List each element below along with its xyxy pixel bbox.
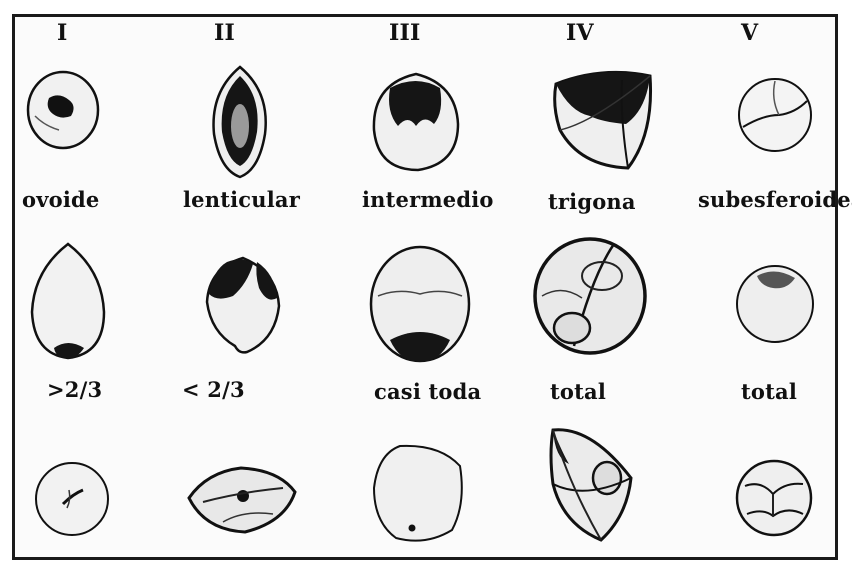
extent-label-5: total bbox=[741, 379, 797, 404]
specimen-extent-2 bbox=[203, 254, 283, 356]
shape-label-intermedio: intermedio bbox=[362, 187, 494, 212]
shape-label-lenticular: lenticular bbox=[183, 187, 300, 212]
column-header-3: III bbox=[389, 20, 420, 46]
shape-label-ovoide: ovoide bbox=[22, 187, 99, 212]
specimen-row3-2 bbox=[183, 462, 299, 538]
specimen-ovoide bbox=[25, 68, 101, 152]
column-header-5: V bbox=[741, 20, 758, 46]
extent-label-1: >2/3 bbox=[47, 377, 102, 402]
shape-label-subesferoidea: subesferoidea bbox=[698, 187, 852, 212]
specimen-trigona bbox=[550, 66, 656, 174]
specimen-row3-5 bbox=[733, 458, 815, 538]
specimen-subesferoidea bbox=[735, 75, 815, 155]
column-header-4: IV bbox=[566, 20, 594, 46]
specimen-extent-4 bbox=[532, 236, 648, 356]
specimen-row3-4 bbox=[545, 424, 637, 546]
specimen-intermedio bbox=[368, 70, 464, 174]
specimen-extent-3 bbox=[368, 244, 472, 366]
extent-label-4: total bbox=[550, 379, 606, 404]
specimen-extent-5 bbox=[733, 262, 817, 346]
specimen-row3-3 bbox=[370, 442, 468, 546]
specimen-lenticular bbox=[207, 64, 273, 180]
extent-label-3: casi toda bbox=[374, 379, 481, 404]
column-header-2: II bbox=[214, 20, 235, 46]
column-header-1: I bbox=[57, 20, 68, 46]
specimen-row3-1 bbox=[33, 460, 111, 538]
specimen-extent-1 bbox=[26, 240, 110, 362]
shape-label-trigona: trigona bbox=[548, 189, 636, 214]
extent-label-2: < 2/3 bbox=[182, 377, 245, 402]
